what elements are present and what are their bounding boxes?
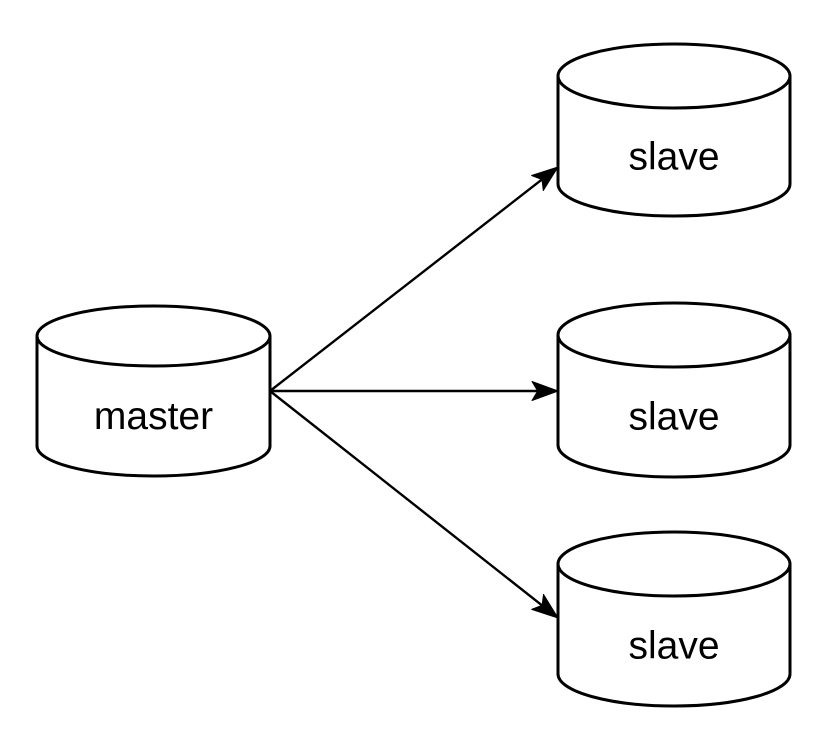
cylinder-top <box>556 42 792 110</box>
node-slave-3: slave <box>556 530 792 708</box>
node-slave-2: slave <box>556 301 792 479</box>
node-slave-1: slave <box>556 42 792 218</box>
cylinder-body <box>35 336 272 478</box>
arrow-shaft <box>269 390 543 607</box>
arrowhead-icon <box>531 166 559 191</box>
node-label-slave-2: slave <box>628 396 719 439</box>
node-master: master <box>35 304 272 478</box>
arrowhead-icon <box>531 593 559 619</box>
cylinder-top <box>556 301 792 369</box>
node-label-slave-1: slave <box>628 136 719 179</box>
cylinder-top <box>35 304 272 368</box>
cylinder-body <box>556 76 792 218</box>
cylinder-body <box>556 564 792 708</box>
arrow-master-to-slave-2 <box>270 381 559 401</box>
arrow-master-to-slave-3 <box>269 390 559 619</box>
arrow-shaft <box>269 178 543 392</box>
cylinder-top <box>556 530 792 598</box>
arrowhead-icon <box>531 381 559 401</box>
cylinder-body <box>556 335 792 479</box>
arrow-master-to-slave-1 <box>269 166 559 392</box>
node-label-slave-3: slave <box>628 625 719 668</box>
node-label-master: master <box>94 395 213 438</box>
